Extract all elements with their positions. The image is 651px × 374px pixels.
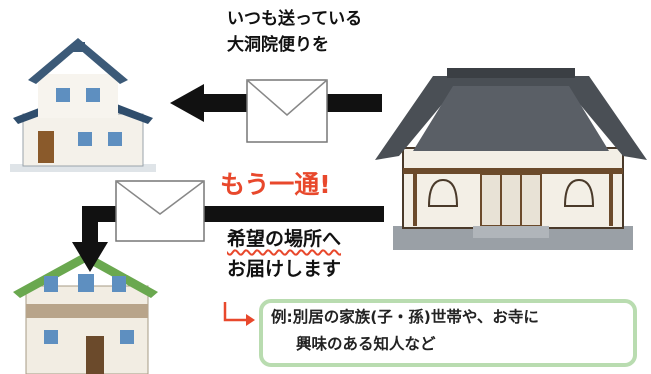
- second-caption-line-1: 希望の場所へ: [227, 228, 342, 250]
- top-caption: いつも送っている 大洞院便りを: [227, 6, 362, 58]
- second-caption-line-2: お届けします: [227, 258, 342, 280]
- house-icon-top: [10, 38, 156, 172]
- top-caption-line-2: 大洞院便りを: [227, 35, 329, 55]
- corner-arrow-icon: [223, 302, 255, 326]
- top-caption-line-1: いつも送っている: [227, 9, 363, 29]
- second-caption: 希望の場所へ お届けします: [227, 224, 341, 284]
- envelope-icon-bottom: [115, 180, 205, 242]
- note-box: [259, 299, 637, 367]
- house-icon-bottom: [13, 252, 158, 374]
- temple-icon: [375, 68, 647, 250]
- envelope-icon-top: [246, 79, 328, 143]
- note-line-2: 興味のある知人など: [296, 335, 436, 353]
- highlight-text: もう一通!: [220, 170, 331, 199]
- note-line-1: 例:別居の家族(子・孫)世帯や、お寺に: [271, 308, 539, 326]
